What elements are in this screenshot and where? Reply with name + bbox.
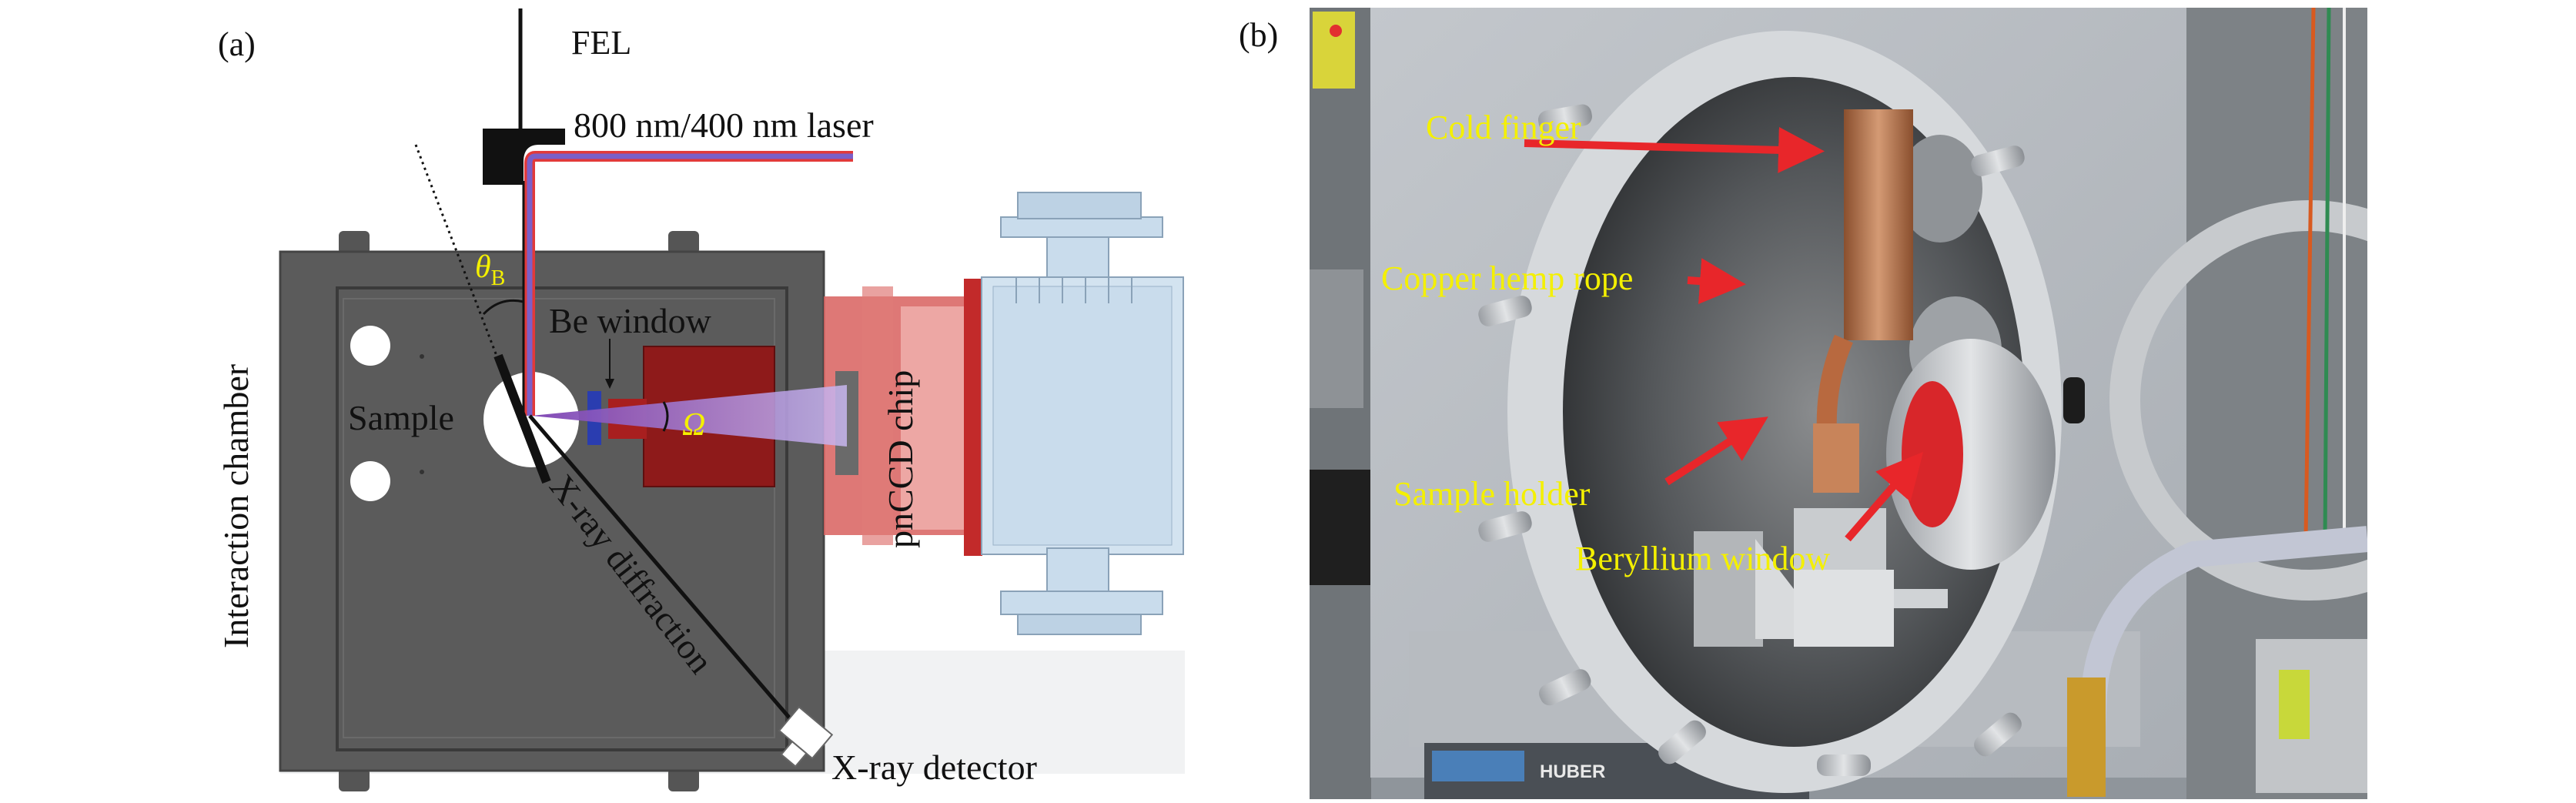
- cold-finger: [1844, 109, 1913, 340]
- pnccd-label: pnCCD chip: [881, 370, 920, 548]
- pnccd-housing: [824, 279, 982, 556]
- fel-label: FEL: [571, 24, 631, 62]
- red-flange-cap: [1902, 381, 1963, 527]
- mirror: [483, 129, 565, 185]
- sample-plate: [493, 353, 551, 484]
- sample-label: Sample: [348, 398, 454, 437]
- solid-angle-arc: [662, 401, 669, 432]
- cold-finger-arrow: [1524, 126, 1825, 173]
- sample-normal-dotted: [414, 144, 498, 356]
- beryllium-window-label: Beryllium window: [1575, 540, 1830, 577]
- laser-label: 800 nm/400 nm laser: [574, 105, 874, 145]
- hose: [2077, 526, 2367, 794]
- panel-a-schematic: (a) FEL 800 nm/400 nm laser θB Be window…: [216, 8, 1185, 791]
- cold-finger-label: Cold finger: [1426, 109, 1581, 146]
- detector-box: [981, 192, 1184, 635]
- x-ray-detector-icon: [778, 705, 834, 768]
- brass-fitting: [2067, 678, 2106, 797]
- panel-b-label: (b): [1239, 16, 1278, 54]
- laser-beam: [522, 151, 853, 416]
- port-hole: [350, 326, 390, 366]
- bragg-angle-arc: [482, 299, 524, 316]
- beryllium-window-arrow: [1845, 451, 1924, 542]
- annotation-arrows: [1524, 126, 1924, 542]
- diffraction-beam: [528, 414, 796, 725]
- scattering-cone: [531, 385, 847, 447]
- flange-bolts: [1478, 104, 2025, 776]
- sample-holder-arrow: [1664, 417, 1768, 486]
- be-window-label: Be window: [549, 301, 712, 340]
- huber-logo: HUBER: [1540, 761, 1605, 782]
- copper-hemp-rope-label: Copper hemp rope: [1381, 259, 1633, 297]
- control-box: [1313, 12, 1355, 89]
- panel-b-photo: HUBER: [1310, 8, 2367, 799]
- x-ray-detector-label: X-ray detector: [831, 748, 1037, 787]
- panel-a-label: (a): [218, 25, 256, 63]
- sample-holder-label: Sample holder: [1393, 475, 1591, 513]
- interaction-chamber: [279, 231, 825, 791]
- interaction-chamber-label: Interaction chamber: [216, 364, 256, 648]
- port-hole: [350, 461, 390, 501]
- bragg-angle-label: θB: [475, 249, 505, 290]
- copper-rope-arrow: [1687, 258, 1746, 305]
- solid-angle-label: Ω: [682, 407, 705, 443]
